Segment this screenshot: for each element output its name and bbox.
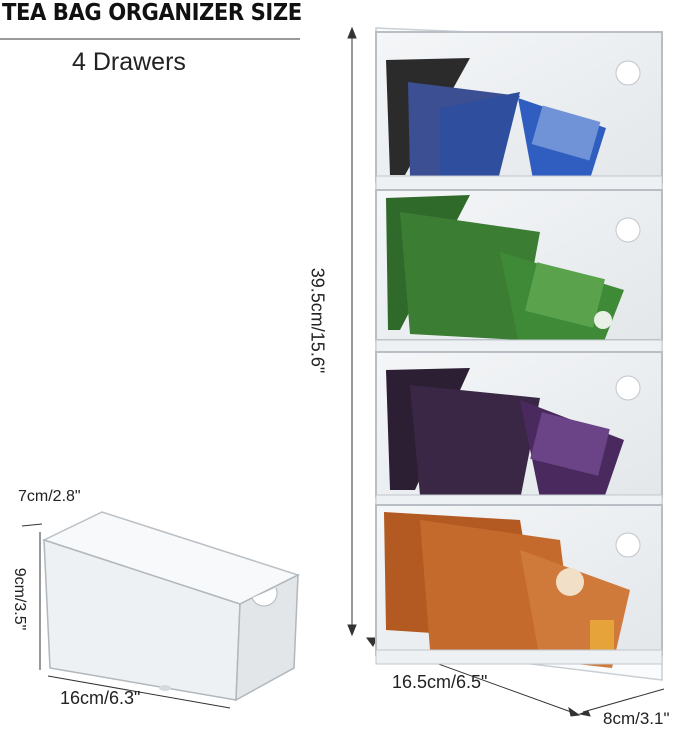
drawer-3 xyxy=(375,351,663,510)
drawer-1 xyxy=(375,31,663,198)
single-width-label: 16cm/6.3" xyxy=(60,688,141,708)
stack-height-label: 39.5cm/15.6" xyxy=(307,267,328,374)
single-drawer xyxy=(21,511,300,709)
single-height-label: 9cm/3.5" xyxy=(11,567,28,631)
title-divider xyxy=(0,38,300,40)
drawer-4 xyxy=(375,504,663,668)
stack-width-label: 16.5cm/6.5" xyxy=(392,672,488,692)
page-title: TEA BAG ORGANIZER SIZE xyxy=(2,0,302,26)
height-dimension-line xyxy=(347,26,357,637)
single-depth-label: 7cm/2.8" xyxy=(18,488,81,505)
drawer-2 xyxy=(375,189,663,362)
stack-depth-label: 8cm/3.1" xyxy=(603,709,670,728)
drawer-count-subtitle: 4 Drawers xyxy=(72,48,186,76)
depth-dimension-line xyxy=(578,688,665,717)
stacked-organizer xyxy=(375,27,663,681)
